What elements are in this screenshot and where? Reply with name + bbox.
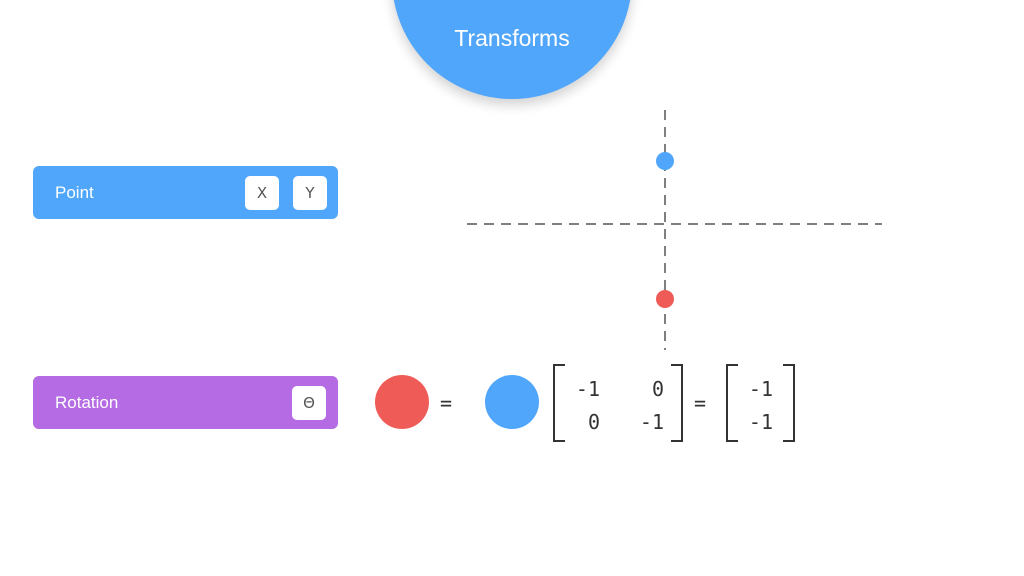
rotation-panel: Rotation xyxy=(33,376,338,429)
equals-sign: = xyxy=(440,391,453,415)
original-point-swatch xyxy=(485,375,539,429)
matrix-cell: -1 xyxy=(575,377,600,401)
result-cell: -1 xyxy=(748,410,773,434)
original-point[interactable] xyxy=(656,152,674,170)
matrix-right-bracket xyxy=(671,364,683,442)
matrix-cell: 0 xyxy=(587,410,600,434)
result-left-bracket xyxy=(726,364,738,442)
matrix-cell: 0 xyxy=(651,377,664,401)
page-title: Transforms xyxy=(454,25,570,51)
result-cell: -1 xyxy=(748,377,773,401)
rotated-point[interactable] xyxy=(656,290,674,308)
result-right-bracket xyxy=(783,364,795,442)
matrix-left-bracket xyxy=(553,364,565,442)
point-panel: Point xyxy=(33,166,338,219)
point-x-input[interactable] xyxy=(245,176,279,210)
equals-sign: = xyxy=(694,391,707,415)
point-y-input[interactable] xyxy=(293,176,327,210)
point-label: Point xyxy=(55,183,94,202)
rotation-theta-input[interactable] xyxy=(292,386,326,420)
rotation-label: Rotation xyxy=(55,393,119,412)
matrix-cell: -1 xyxy=(639,410,664,434)
rotated-point-swatch xyxy=(375,375,429,429)
